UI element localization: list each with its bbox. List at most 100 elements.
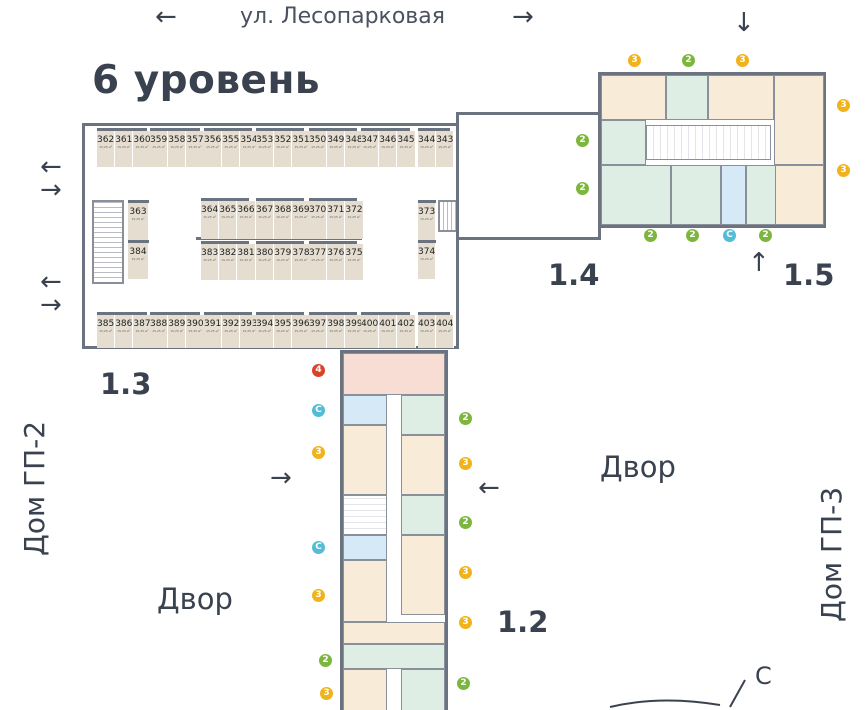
storage-unit-area: 15,25 м²	[221, 258, 235, 262]
storage-unit-number: 395	[274, 319, 292, 329]
apartment-type-badge[interactable]: 2	[459, 412, 472, 425]
apartment-type-badge[interactable]: 2	[459, 516, 472, 529]
apartment-type-badge[interactable]: 3	[837, 99, 850, 112]
storage-unit-number: 385	[97, 319, 115, 329]
apartment-type-badge[interactable]: 3	[320, 687, 333, 700]
apartment-type-badge[interactable]: 2	[682, 54, 695, 67]
storage-unit-area: 15,25 м²	[135, 329, 149, 333]
storage-unit-area: 15,25 м²	[276, 215, 290, 219]
apartment-type-badge[interactable]: 3	[459, 566, 472, 579]
apartment-type-badge[interactable]: 3	[628, 54, 641, 67]
apartment-type-badge[interactable]: 2	[457, 677, 470, 690]
apartment-type-badge[interactable]: 3	[312, 446, 325, 459]
storage-unit-area: 15,25 м²	[347, 258, 361, 262]
storage-unit-number: 396	[292, 319, 310, 329]
storage-unit-area: 15,25 м²	[117, 329, 131, 333]
storage-unit-number: 353	[256, 135, 274, 145]
apartment-type-badge[interactable]: 2	[686, 229, 699, 242]
storage-unit-area: 15,25 м²	[294, 258, 308, 262]
storage-unit-area: 15,25 м²	[206, 145, 220, 149]
apartment-type-badge[interactable]: 2	[319, 654, 332, 667]
apartment-type-badge[interactable]: С	[723, 229, 736, 242]
apartment-type-badge[interactable]: С	[312, 541, 325, 554]
storage-unit-number: 380	[256, 248, 274, 258]
apartment-type-badge[interactable]: 3	[312, 589, 325, 602]
storage-unit-number: 401	[379, 319, 397, 329]
apartment-type-badge[interactable]: 3	[837, 164, 850, 177]
apartment-type-badge[interactable]: 2	[759, 229, 772, 242]
apartment-type-badge[interactable]: 2	[576, 134, 589, 147]
apartment-type-badge[interactable]: 2	[576, 182, 589, 195]
neighbor-building-right: Дом ГП-3	[815, 486, 848, 622]
apartment-type-badge[interactable]: 3	[459, 457, 472, 470]
apartment-type-badge[interactable]: 3	[736, 54, 749, 67]
apartment-type-badge[interactable]: 2	[644, 229, 657, 242]
storage-unit-area: 15,25 м²	[311, 258, 325, 262]
apartment-type-badge[interactable]: 3	[459, 616, 472, 629]
apartment-type-badge[interactable]: С	[312, 404, 325, 417]
storage-unit-area: 15,25 м²	[258, 215, 272, 219]
apartment-type-badge[interactable]: 4	[312, 364, 325, 377]
